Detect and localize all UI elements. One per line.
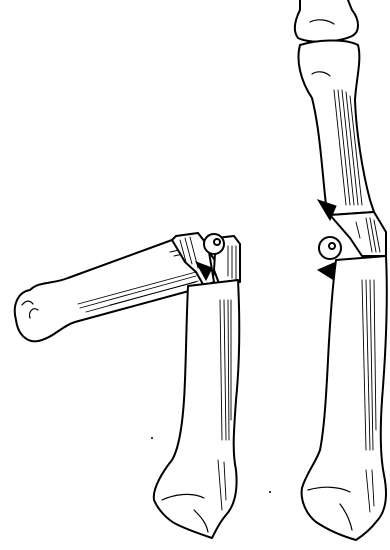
right-top-cap (295, 0, 358, 42)
speck-mark (269, 491, 271, 493)
right-lower-bone (302, 256, 387, 540)
right-upper-bone (299, 40, 375, 220)
speck-mark (151, 437, 153, 439)
left-lower-bone (154, 280, 240, 538)
extended-joint-panel (295, 0, 387, 540)
flexed-joint-panel (15, 233, 240, 538)
